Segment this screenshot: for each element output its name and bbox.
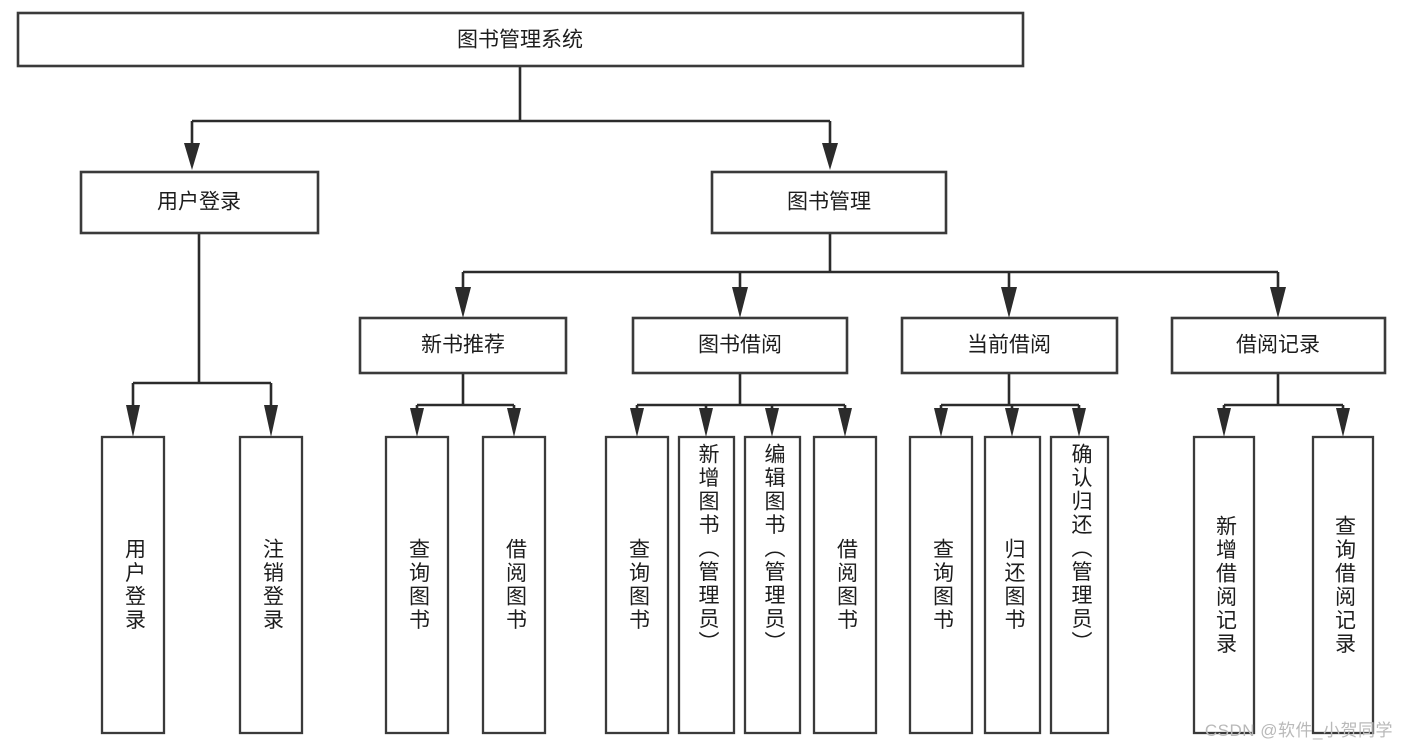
arrowhead-borrow-record bbox=[1270, 287, 1286, 318]
node-current-borrow[interactable]: 当前借阅 bbox=[900, 316, 1119, 375]
node-leaf-confirm-return-box[interactable] bbox=[1049, 435, 1110, 735]
node-user-login-label: 用户登录 bbox=[157, 191, 241, 214]
arrowhead-leaf-borrow-book-1 bbox=[507, 408, 521, 437]
node-root-title[interactable]: 图书管理系统 bbox=[16, 11, 1025, 68]
node-new-book-recommend[interactable]: 新书推荐 bbox=[358, 316, 568, 375]
node-borrow-record-label: 借阅记录 bbox=[1236, 334, 1320, 357]
arrowhead-book-management bbox=[822, 143, 838, 170]
node-user-login-box[interactable] bbox=[79, 170, 320, 235]
connector-group-root bbox=[184, 66, 838, 170]
node-leaf-add-book-box[interactable] bbox=[677, 435, 736, 735]
arrowhead-leaf-borrow-book-2 bbox=[838, 408, 852, 437]
leaf-node-group bbox=[100, 435, 1375, 735]
node-leaf-return-book-box[interactable] bbox=[983, 435, 1042, 735]
node-borrow-record-box[interactable] bbox=[1170, 316, 1387, 375]
arrowhead-leaf-confirm-return bbox=[1072, 408, 1086, 437]
node-book-borrow[interactable]: 图书借阅 bbox=[631, 316, 849, 375]
node-book-management-label: 图书管理 bbox=[787, 191, 871, 214]
arrowhead-book-borrow bbox=[732, 287, 748, 318]
node-borrow-record[interactable]: 借阅记录 bbox=[1170, 316, 1387, 375]
node-user-login[interactable]: 用户登录 bbox=[79, 170, 320, 235]
arrowhead-user-login bbox=[184, 143, 200, 170]
arrowhead-leaf-user-login bbox=[126, 405, 140, 437]
arrowhead-leaf-query-book-3 bbox=[934, 408, 948, 437]
arrowhead-leaf-query-book-2 bbox=[630, 408, 644, 437]
arrowhead-leaf-return-book bbox=[1005, 408, 1019, 437]
node-root-title-box[interactable] bbox=[16, 11, 1025, 68]
arrowhead-leaf-add-book bbox=[699, 408, 713, 437]
node-leaf-query-record-box[interactable] bbox=[1311, 435, 1375, 735]
arrowhead-leaf-query-book-1 bbox=[410, 408, 424, 437]
csdn-watermark: CSDN @软件_小贺同学 bbox=[1204, 721, 1393, 740]
connector-group-book-borrow bbox=[630, 373, 852, 437]
node-leaf-query-book-1-box[interactable] bbox=[384, 435, 450, 735]
connector-group-current-borrow bbox=[934, 373, 1086, 437]
node-root-title-label: 图书管理系统 bbox=[457, 29, 583, 52]
node-leaf-user-login-box[interactable] bbox=[100, 435, 166, 735]
connector-group-book-management bbox=[455, 233, 1286, 318]
node-leaf-borrow-book-1-box[interactable] bbox=[481, 435, 547, 735]
node-leaf-user-logout-box[interactable] bbox=[238, 435, 304, 735]
node-leaf-query-book-2-box[interactable] bbox=[604, 435, 670, 735]
node-leaf-borrow-book-2-box[interactable] bbox=[812, 435, 878, 735]
connector-group-new-book-recommend bbox=[410, 373, 521, 437]
arrowhead-leaf-user-logout bbox=[264, 405, 278, 437]
node-leaf-add-record-box[interactable] bbox=[1192, 435, 1256, 735]
node-current-borrow-label: 当前借阅 bbox=[967, 334, 1051, 357]
node-book-borrow-box[interactable] bbox=[631, 316, 849, 375]
node-leaf-edit-book-box[interactable] bbox=[743, 435, 802, 735]
arrowhead-current-borrow bbox=[1001, 287, 1017, 318]
node-book-borrow-label: 图书借阅 bbox=[698, 334, 782, 357]
node-book-management-box[interactable] bbox=[710, 170, 948, 235]
arrowhead-leaf-add-record bbox=[1217, 408, 1231, 437]
connector-group-borrow-record bbox=[1217, 373, 1350, 437]
node-leaf-query-book-3-box[interactable] bbox=[908, 435, 974, 735]
arrowhead-leaf-query-record bbox=[1336, 408, 1350, 437]
node-new-book-recommend-label: 新书推荐 bbox=[421, 334, 505, 357]
node-book-management[interactable]: 图书管理 bbox=[710, 170, 948, 235]
arrowhead-leaf-edit-book bbox=[765, 408, 779, 437]
arrowhead-new-book-recommend bbox=[455, 287, 471, 318]
node-new-book-recommend-box[interactable] bbox=[358, 316, 568, 375]
node-current-borrow-box[interactable] bbox=[900, 316, 1119, 375]
connector-group-user-login bbox=[126, 233, 278, 437]
